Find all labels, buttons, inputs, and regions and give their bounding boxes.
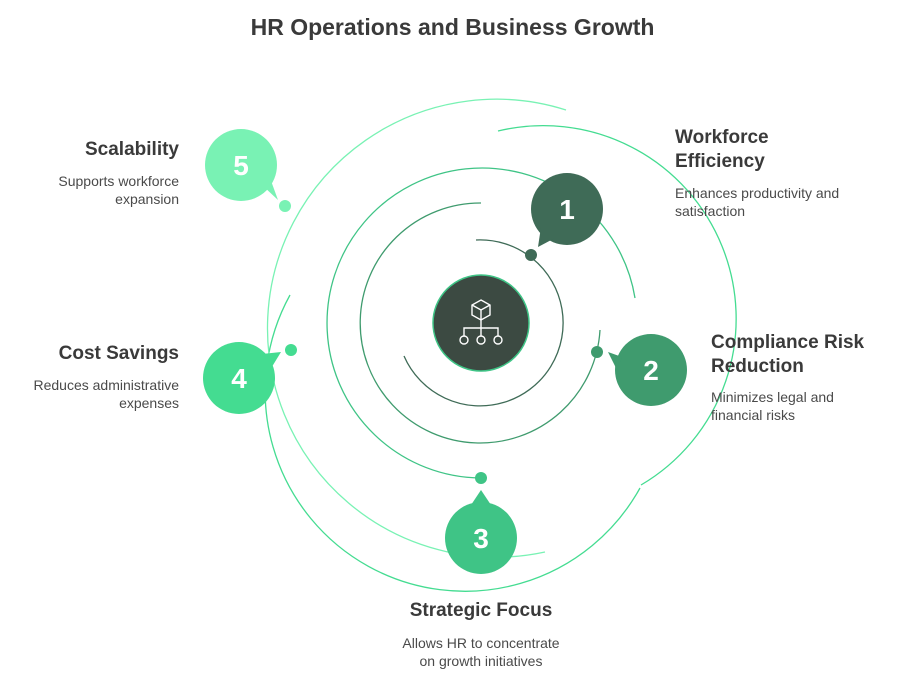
connector-dot-4 [285,344,297,356]
badge-3-number: 3 [473,523,489,554]
step-2-desc-line2: financial risks [711,407,796,423]
step-5-heading-line1: Scalability [85,139,179,160]
step-5-heading: Scalability [85,138,179,162]
step-3-desc-line2: on growth initiatives [419,653,543,669]
badge-4-number: 4 [231,363,247,394]
step-1-description: Enhances productivity and satisfaction [675,184,839,220]
arc-ring-6 [266,98,567,558]
step-1-heading-line2: Efficiency [675,151,765,172]
arc-ring-2 [359,202,601,444]
badge-2-number: 2 [643,355,659,386]
step-3-heading: Strategic Focus [331,599,631,623]
step-4-heading-line1: Cost Savings [58,343,179,364]
connector-dot-5 [279,200,291,212]
step-1-desc-line1: Enhances productivity and [675,185,840,201]
connector-dot-3 [475,472,487,484]
badge-5-number: 5 [233,150,249,181]
connector-dot-2 [591,346,603,358]
step-2-desc-line1: Minimizes legal and [711,389,834,405]
badge-5: 5 [205,129,278,201]
badge-1: 1 [531,173,603,247]
step-4-desc-line2: expenses [119,395,179,411]
connector-dot-1 [525,249,537,261]
step-3-heading-line1: Strategic Focus [409,600,553,621]
step-1-desc-line2: satisfaction [675,203,746,219]
step-3-description: Allows HR to concentrate on growth initi… [331,634,631,670]
badge-4: 4 [203,342,281,414]
step-2-description: Minimizes legal and financial risks [711,388,834,424]
step-4-heading: Cost Savings [59,342,179,366]
step-2-heading: Compliance Risk Reduction [711,331,864,379]
badge-2: 2 [608,334,687,406]
step-3-desc-line1: Allows HR to concentrate [402,635,560,651]
step-5-description: Supports workforce expansion [58,172,179,208]
step-5-desc-line2: expansion [115,191,179,207]
step-2-heading-line1: Compliance Risk [711,332,865,353]
step-5-desc-line1: Supports workforce [58,173,179,189]
step-4-description: Reduces administrative expenses [33,376,179,412]
step-1-heading-line1: Workforce [675,127,769,148]
step-1-heading: Workforce Efficiency [675,126,769,174]
org-chart-icon [459,299,503,345]
diagram-title: HR Operations and Business Growth [250,14,655,40]
badge-1-number: 1 [559,194,575,225]
step-2-heading-line2: Reduction [711,356,804,377]
step-4-desc-line1: Reduces administrative [33,377,179,393]
badge-3: 3 [445,490,517,574]
arc-ring-5 [497,124,737,486]
center-hub [432,274,530,372]
